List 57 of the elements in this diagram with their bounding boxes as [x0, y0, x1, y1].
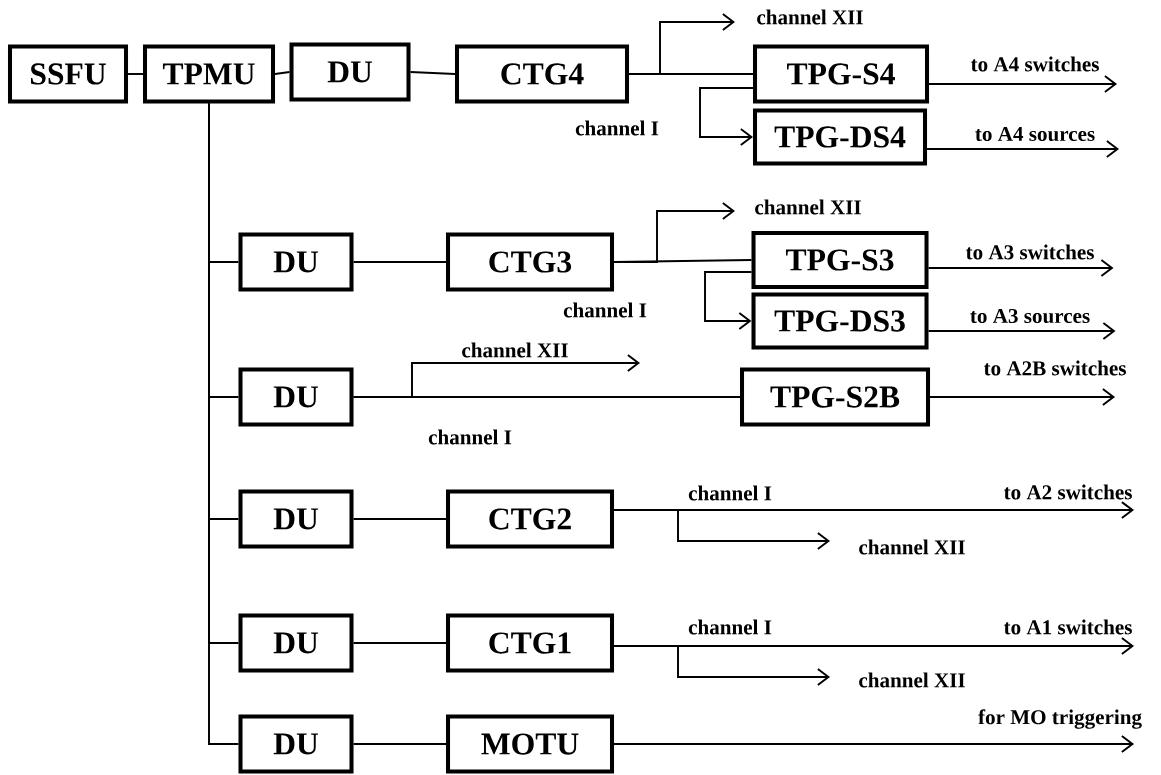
edge-label: to A3 switches — [963, 242, 1097, 262]
edge-label: to A3 sources — [968, 307, 1092, 325]
connector-line — [926, 140, 1120, 158]
edge-label: to A4 sources — [973, 125, 1097, 143]
block-box: DU — [238, 232, 354, 292]
connector-line — [929, 388, 1116, 406]
edge-label: channel XII — [752, 197, 864, 217]
connector-line — [274, 71, 291, 75]
edge-label: channel XII — [459, 340, 571, 360]
edge-label: channel I — [426, 427, 514, 447]
connector-line — [613, 202, 735, 263]
connector-line — [352, 642, 447, 644]
block-box: DU — [238, 489, 354, 549]
connector-line — [352, 743, 447, 745]
edge-label: channel I — [561, 300, 649, 320]
connector-line — [628, 13, 735, 75]
edge-label: channel XII — [856, 537, 968, 557]
channel-label: channel I — [686, 483, 774, 503]
block-box: CTG3 — [446, 232, 615, 292]
block-box: TPG-S4 — [753, 44, 930, 104]
block-box: TPG-S3 — [751, 231, 929, 289]
connector-line — [352, 261, 447, 263]
block-box: DU — [238, 714, 354, 774]
edge-label: channel XII — [754, 7, 866, 27]
connector-line — [613, 735, 1135, 753]
edge-label: channel I — [573, 118, 661, 138]
connector-line — [127, 73, 144, 75]
block-box: TPG-S2B — [740, 367, 931, 427]
connector-line — [613, 509, 830, 550]
edge-label: to A1 switches — [1001, 617, 1135, 637]
edge-label: to A2B switches — [981, 358, 1129, 378]
connector-line — [613, 645, 830, 686]
block-box: SSFU — [8, 44, 128, 104]
connector-line — [352, 518, 447, 520]
block-box: CTG1 — [446, 613, 615, 673]
edge-label: to A4 switches — [968, 54, 1102, 74]
block-box: DU — [238, 367, 354, 427]
connector-line — [409, 71, 456, 75]
block-box: TPMU — [143, 44, 276, 104]
connector-line — [927, 322, 1116, 340]
block-box: CTG4 — [455, 44, 630, 104]
connector-line — [704, 271, 753, 330]
block-box: TPG-DS4 — [753, 108, 928, 166]
channel-label: channel I — [686, 617, 774, 637]
edge-label: channel XII — [856, 670, 968, 690]
block-box: MOTU — [446, 714, 615, 774]
edge-label: to A2 switches — [1001, 482, 1135, 502]
connector-line — [208, 102, 240, 745]
block-box: CTG2 — [446, 489, 615, 549]
connector-line — [927, 259, 1114, 277]
block-box: DU — [238, 613, 354, 673]
connector-line — [352, 354, 640, 398]
block-box: TPG-DS3 — [751, 292, 929, 350]
connector-line — [699, 87, 754, 146]
edge-label: for MO triggering — [976, 707, 1144, 731]
block-box: DU — [289, 42, 411, 102]
connector-line — [928, 75, 1118, 93]
